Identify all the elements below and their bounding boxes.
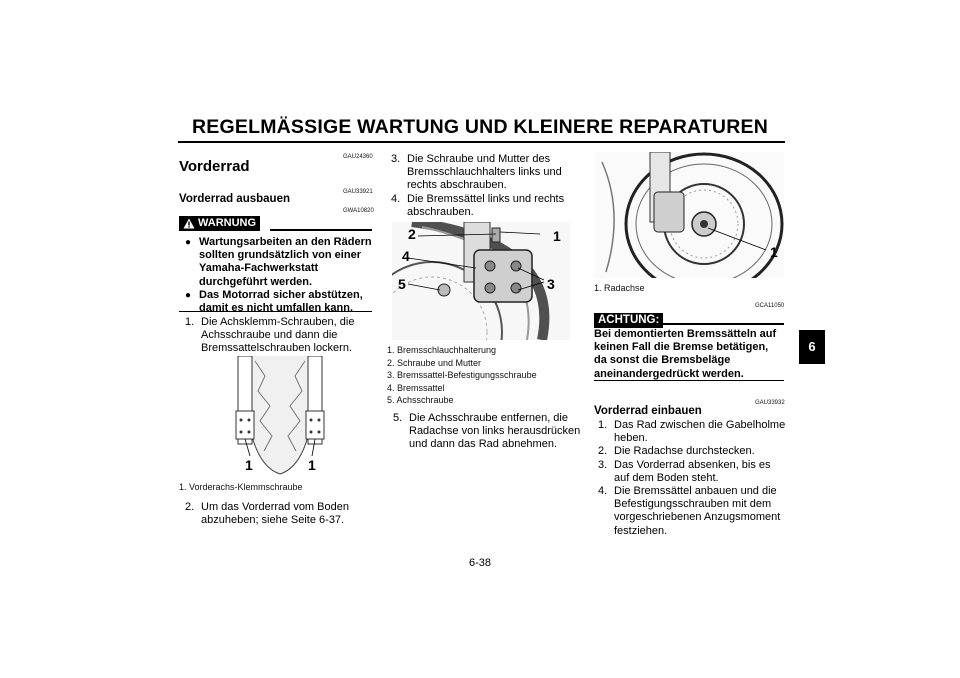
warning-list: ●Wartungsarbeiten an den Rädern sollten … (183, 236, 373, 315)
step-item: 1.Die Achsklemm-Schrauben, die Achsschra… (185, 316, 355, 355)
ref-code: GCA11050 (755, 303, 785, 309)
figure-caption: 2. Schraube und Mutter (387, 357, 482, 368)
page-number: 6-38 (468, 557, 492, 569)
step-item: 2.Die Radachse durchstecken. (598, 445, 755, 458)
ref-code: GWA10820 (343, 208, 374, 214)
step-list: 3.Die Schraube und Mutter des Bremsschla… (391, 153, 581, 219)
figure-caption: 1. Radachse (594, 283, 645, 293)
section-heading: Vorderrad (179, 158, 250, 175)
figure-callout: 1 (553, 228, 561, 244)
notice-label-box: ACHTUNG: (594, 310, 664, 328)
notice-badge: ACHTUNG: (594, 313, 664, 328)
notice-text: Bei demontierten Bremssätteln auf keinen… (594, 328, 777, 380)
step-item: 2.Um das Vorderrad vom Boden abzuheben; … (185, 501, 349, 527)
ref-code: GAU33921 (343, 189, 373, 195)
figure-caption: 4. Bremssattel (387, 382, 445, 393)
figure-callout: 3 (547, 276, 555, 292)
figure-callout: 4 (402, 248, 410, 264)
figure-caption: 5. Achsschraube (387, 395, 454, 405)
step-list: 1.Die Achsklemm-Schrauben, die Achsschra… (185, 316, 375, 356)
warning-rule (270, 229, 372, 231)
figure-callout: 1 (770, 244, 778, 260)
step-item: 3.Das Vorderrad absenken, bis es auf dem… (598, 458, 771, 484)
page-title: REGELMÄSSIGE WARTUNG UND KLEINERE REPARA… (192, 116, 768, 138)
chapter-tab: 6 (799, 330, 825, 364)
figure-callout: 1 (308, 457, 316, 473)
subsection-heading: Vorderrad einbauen (594, 405, 702, 417)
bullet-icon: ● (185, 237, 192, 248)
notice-end-rule (594, 380, 784, 381)
figure-caption-list: 1. Bremsschlauchhalterung 2. Schraube un… (387, 344, 587, 407)
notice-rule (661, 323, 784, 325)
step-item: 3.Die Schraube und Mutter des Bremsschla… (391, 153, 562, 192)
figure-callout: 2 (408, 226, 416, 242)
figure-callout: 5 (398, 276, 406, 292)
warning-item: ●Wartungsarbeiten an den Rädern sollten … (185, 236, 372, 288)
figure-caption: 1. Bremsschlauchhalterung (387, 345, 497, 355)
step-list: 1.Das Rad zwischen die Gabelholme heben.… (598, 419, 786, 538)
warning-label-text: WARNUNG (198, 217, 257, 229)
step-list: 5.Die Achsschraube entfernen, die Radach… (393, 412, 581, 452)
warning-triangle-icon (183, 218, 195, 229)
ref-code: GAU33932 (755, 400, 785, 406)
front-axle-figure (594, 152, 784, 278)
ref-code: GAU24360 (343, 154, 373, 160)
figure-caption: 3. Bremssattel-Befestigungsschraube (387, 370, 537, 380)
brake-caliper-figure (392, 222, 570, 340)
bullet-icon: ● (185, 289, 192, 301)
warning-badge: WARNUNG (179, 216, 261, 231)
warning-label-box: WARNUNG (179, 216, 261, 231)
step-item: 4.Die Bremssättel anbauen und die Befest… (598, 485, 781, 537)
step-item: 4.Die Bremssättel links und rechts absch… (391, 192, 565, 218)
fork-clamp-figure (235, 356, 325, 475)
figure-callout: 1 (245, 457, 253, 473)
step-list: 2.Um das Vorderrad vom Boden abzuheben; … (185, 501, 375, 527)
warning-end-rule (179, 311, 372, 312)
figure-caption: 1. Vorderachs-Klemmschraube (179, 482, 303, 492)
header-rule (178, 141, 785, 143)
subsection-heading: Vorderrad ausbauen (179, 193, 290, 205)
step-item: 5.Die Achsschraube entfernen, die Radach… (393, 412, 581, 451)
step-item: 1.Das Rad zwischen die Gabelholme heben. (598, 419, 786, 445)
